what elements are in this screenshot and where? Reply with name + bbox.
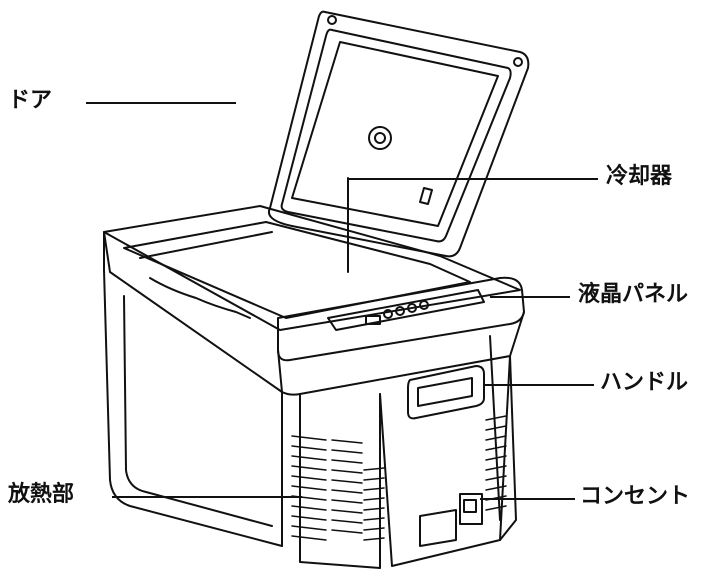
label-cooler: 冷却器 (606, 164, 673, 189)
label-lcd-panel: 液晶パネル (578, 282, 689, 307)
label-outlet: コンセント (580, 484, 691, 509)
leader-outlet (480, 498, 575, 500)
label-handle: ハンドル (600, 370, 689, 395)
body-top (103, 205, 521, 331)
leader-heat-sink (112, 496, 302, 498)
vent-left (291, 435, 363, 541)
body-left (103, 231, 283, 547)
side-handle (407, 365, 485, 420)
leader-handle (484, 384, 594, 386)
label-door: ドア (8, 88, 53, 113)
door-lid (268, 10, 530, 258)
leader-door (86, 102, 236, 104)
label-heat-sink: 放熱部 (8, 482, 75, 507)
vent-center (363, 467, 385, 541)
leader-lcd (490, 296, 570, 298)
power-outlet (419, 493, 483, 547)
control-deck (277, 276, 525, 362)
leader-cooler (348, 178, 598, 180)
